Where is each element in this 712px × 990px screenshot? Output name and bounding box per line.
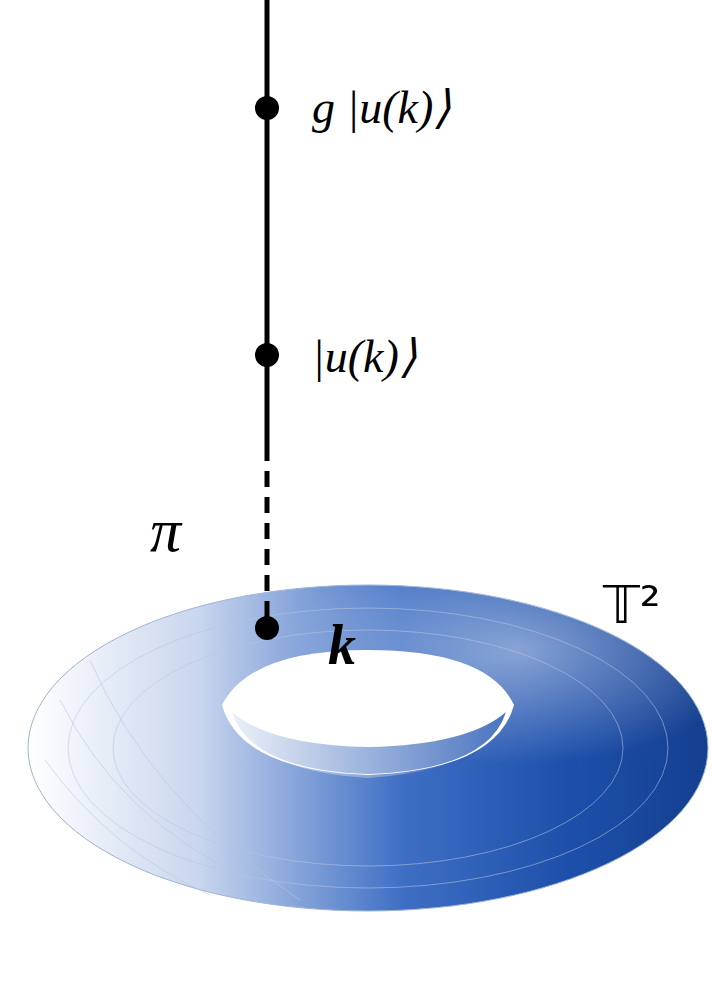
state-label: |u(k)⟩ xyxy=(312,334,417,380)
projection-label: π xyxy=(150,499,181,561)
fiber-line xyxy=(267,0,268,620)
state-label: g |u(k)⟩ xyxy=(312,85,451,131)
point-dot xyxy=(255,343,279,367)
point-dot xyxy=(255,96,279,120)
torus xyxy=(28,585,708,911)
base-point-label: k xyxy=(328,617,356,673)
point-dot xyxy=(255,616,279,640)
torus-label: 𝕋² xyxy=(603,579,661,631)
